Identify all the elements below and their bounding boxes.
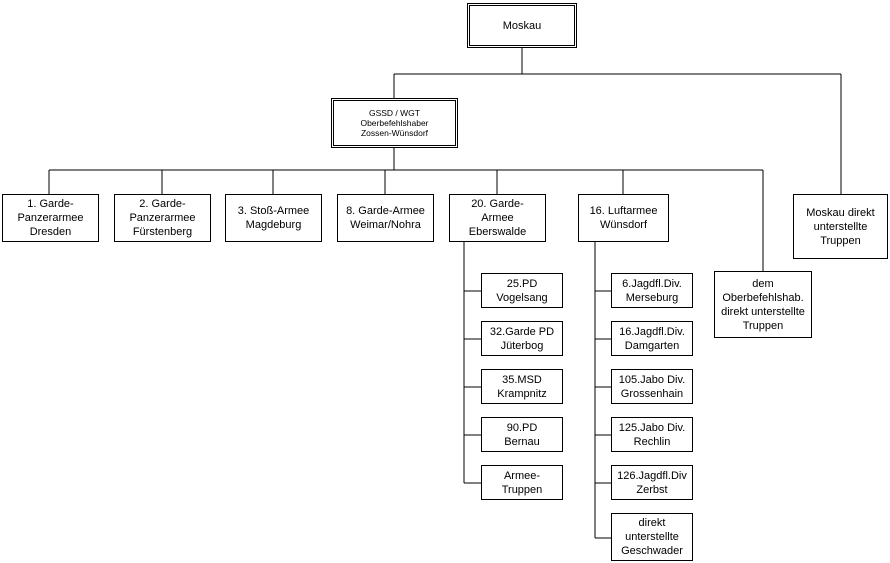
node-army-20: 20. Garde- Armee Eberswalde xyxy=(449,194,546,242)
node-hq: GSSD / WGT Oberbefehlshaber Zossen-Wünsd… xyxy=(331,98,458,148)
node-hq-direct: dem Oberbefehlshab. direkt unterstellte … xyxy=(714,271,812,338)
node-label: 2. Garde- Panzerarmee Fürstenberg xyxy=(129,198,196,238)
node-air-16: 16. Luftarmee Wünsdorf xyxy=(578,194,669,242)
node-label: Moskau xyxy=(502,19,542,32)
node-label: 3. Stoß-Armee Magdeburg xyxy=(237,205,310,231)
node-unit-16-1: 16.Jagdfl.Div. Damgarten xyxy=(611,321,693,356)
node-army-1: 1. Garde- Panzerarmee Dresden xyxy=(2,194,99,242)
node-label: 35.MSD Krampnitz xyxy=(497,373,547,400)
node-unit-16-0: 6.Jagdfl.Div. Merseburg xyxy=(611,273,693,308)
node-label: 20. Garde- Armee Eberswalde xyxy=(468,198,527,238)
node-label: 16. Luftarmee Wünsdorf xyxy=(589,205,658,231)
node-army-3: 3. Stoß-Armee Magdeburg xyxy=(225,194,322,242)
node-army-8: 8. Garde-Armee Weimar/Nohra xyxy=(337,194,434,242)
node-unit-20-3: 90.PD Bernau xyxy=(481,417,563,452)
node-label: Armee- Truppen xyxy=(501,469,543,496)
node-label: 8. Garde-Armee Weimar/Nohra xyxy=(346,205,425,231)
node-label: GSSD / WGT Oberbefehlshaber Zossen-Wünsd… xyxy=(360,108,429,138)
node-unit-16-5: direkt unterstellte Geschwader xyxy=(611,513,693,561)
node-army-2: 2. Garde- Panzerarmee Fürstenberg xyxy=(114,194,211,242)
node-label: Moskau direkt unterstellte Truppen xyxy=(806,206,875,247)
node-label: direkt unterstellte Geschwader xyxy=(621,517,683,557)
node-label: dem Oberbefehlshab. direkt unterstellte … xyxy=(721,277,805,332)
node-label: 105.Jabo Div. Grossenhain xyxy=(618,373,686,400)
node-moscow-direct: Moskau direkt unterstellte Truppen xyxy=(793,194,888,259)
node-unit-20-4: Armee- Truppen xyxy=(481,465,563,500)
node-unit-16-4: 126.Jagdfl.Div Zerbst xyxy=(611,465,693,500)
node-label: 90.PD Bernau xyxy=(504,421,540,448)
node-unit-20-1: 32.Garde PD Jüterbog xyxy=(481,321,563,356)
node-label: 16.Jagdfl.Div. Damgarten xyxy=(619,325,685,352)
node-label: 32.Garde PD Jüterbog xyxy=(489,325,555,352)
node-label: 125.Jabo Div. Rechlin xyxy=(618,421,686,448)
node-label: 25.PD Vogelsang xyxy=(496,277,548,304)
node-unit-16-2: 105.Jabo Div. Grossenhain xyxy=(611,369,693,404)
node-label: 1. Garde- Panzerarmee Dresden xyxy=(17,198,84,238)
node-unit-16-3: 125.Jabo Div. Rechlin xyxy=(611,417,693,452)
node-moskau: Moskau xyxy=(467,3,577,48)
node-unit-20-0: 25.PD Vogelsang xyxy=(481,273,563,308)
node-label: 6.Jagdfl.Div. Merseburg xyxy=(622,277,682,304)
node-unit-20-2: 35.MSD Krampnitz xyxy=(481,369,563,404)
node-label: 126.Jagdfl.Div Zerbst xyxy=(617,469,687,496)
